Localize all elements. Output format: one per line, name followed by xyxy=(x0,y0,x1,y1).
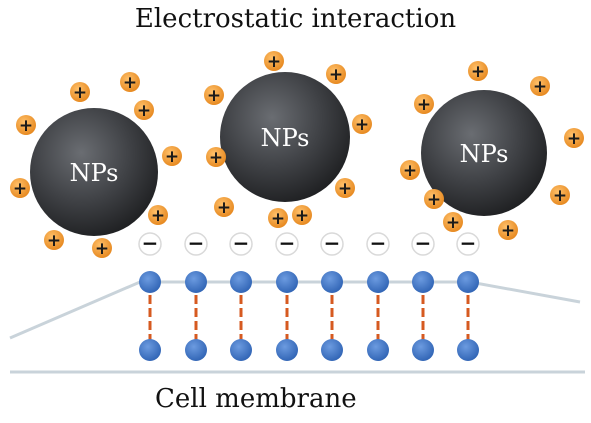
positive-charge-icon: + xyxy=(292,205,312,226)
positive-charge-icon: + xyxy=(162,146,182,167)
positive-charge-icon: + xyxy=(92,238,112,259)
positive-charge-icon: + xyxy=(44,230,64,251)
cell-membrane-sheet xyxy=(9,280,585,374)
positive-charge-icon: + xyxy=(204,85,224,106)
svg-text:−: − xyxy=(460,231,477,255)
svg-text:+: + xyxy=(403,161,417,181)
lipid-molecule-icon xyxy=(276,271,298,361)
svg-text:+: + xyxy=(217,198,231,218)
lipid-molecule-icon xyxy=(321,271,343,361)
positive-charge-icon: + xyxy=(498,220,518,241)
nanoparticle-group: NPs+++++++++ xyxy=(400,61,584,241)
lipid-molecule-icon xyxy=(367,271,389,361)
lipid-molecule-icon xyxy=(457,271,479,361)
positive-charge-icon: + xyxy=(268,208,288,229)
positive-charge-icon: + xyxy=(148,205,168,226)
svg-text:+: + xyxy=(47,231,61,251)
positive-charge-icon: + xyxy=(424,189,444,210)
svg-text:+: + xyxy=(267,52,281,72)
positive-charge-icon: + xyxy=(443,212,463,233)
positive-charge-icon: + xyxy=(352,114,372,135)
positive-charge-icon: + xyxy=(400,160,420,181)
nanoparticle-icon: NPs xyxy=(30,108,158,236)
negative-charges-row: −−−−−−−− xyxy=(138,231,480,256)
svg-text:+: + xyxy=(471,62,485,82)
svg-text:+: + xyxy=(271,209,285,229)
negative-charge-icon: − xyxy=(229,231,253,256)
positive-charge-icon: + xyxy=(120,72,140,93)
svg-text:+: + xyxy=(137,101,151,121)
positive-charge-icon: + xyxy=(326,64,346,85)
positive-charge-icon: + xyxy=(414,94,434,115)
svg-text:+: + xyxy=(355,115,369,135)
svg-text:+: + xyxy=(95,239,109,259)
svg-text:−: − xyxy=(142,231,159,255)
svg-text:+: + xyxy=(295,206,309,226)
nanoparticle-icon: NPs xyxy=(421,90,547,216)
lipid-bilayer xyxy=(139,271,479,361)
lipid-molecule-icon xyxy=(139,271,161,361)
positive-charge-icon: + xyxy=(550,185,570,206)
svg-text:−: − xyxy=(415,231,432,255)
svg-text:+: + xyxy=(567,129,581,149)
negative-charge-icon: − xyxy=(320,231,344,256)
svg-text:+: + xyxy=(427,190,441,210)
nanoparticle-icon: NPs xyxy=(220,72,350,202)
negative-charge-icon: − xyxy=(411,231,435,256)
nanoparticle-label: NPs xyxy=(460,140,509,168)
negative-charge-icon: − xyxy=(184,231,208,256)
svg-text:+: + xyxy=(209,148,223,168)
svg-text:+: + xyxy=(446,213,460,233)
negative-charge-icon: − xyxy=(275,231,299,256)
positive-charge-icon: + xyxy=(468,61,488,82)
svg-text:+: + xyxy=(533,77,547,97)
positive-charge-icon: + xyxy=(10,178,30,199)
negative-charge-icon: − xyxy=(366,231,390,256)
svg-text:+: + xyxy=(329,65,343,85)
svg-text:+: + xyxy=(338,179,352,199)
nanoparticle-group: NPs + + + + + + + + + xyxy=(204,51,372,229)
svg-text:+: + xyxy=(165,147,179,167)
nanoparticle-label: NPs xyxy=(70,159,119,187)
svg-text:−: − xyxy=(188,231,205,255)
positive-charge-icon: + xyxy=(264,51,284,72)
positive-charge-icon: + xyxy=(206,147,226,168)
negative-charge-icon: − xyxy=(456,231,480,256)
svg-text:+: + xyxy=(73,83,87,103)
nanoparticles: NPs+++++++++NPs+++++++++NPs+++++++++ xyxy=(10,51,584,259)
svg-text:−: − xyxy=(279,231,296,255)
svg-text:+: + xyxy=(553,186,567,206)
svg-text:+: + xyxy=(123,73,137,93)
nanoparticle-group: NPs+++++++++ xyxy=(10,72,182,259)
nanoparticle-label: NPs xyxy=(261,124,310,152)
svg-text:+: + xyxy=(19,116,33,136)
lipid-molecule-icon xyxy=(185,271,207,361)
svg-text:+: + xyxy=(151,206,165,226)
negative-charge-icon: − xyxy=(138,231,162,256)
svg-text:−: − xyxy=(370,231,387,255)
svg-text:−: − xyxy=(233,231,250,255)
positive-charge-icon: + xyxy=(134,100,154,121)
lipid-molecule-icon xyxy=(412,271,434,361)
svg-text:+: + xyxy=(417,95,431,115)
svg-text:+: + xyxy=(207,86,221,106)
svg-text:+: + xyxy=(13,179,27,199)
positive-charge-icon: + xyxy=(564,128,584,149)
lipid-molecule-icon xyxy=(230,271,252,361)
positive-charge-icon: + xyxy=(16,115,36,136)
svg-text:+: + xyxy=(501,221,515,241)
positive-charge-icon: + xyxy=(530,76,550,97)
svg-text:−: − xyxy=(324,231,341,255)
positive-charge-icon: + xyxy=(335,178,355,199)
cell-membrane-caption: Cell membrane xyxy=(155,384,357,414)
diagram-title: Electrostatic interaction xyxy=(134,4,457,34)
positive-charge-icon: + xyxy=(70,82,90,103)
positive-charge-icon: + xyxy=(214,197,234,218)
